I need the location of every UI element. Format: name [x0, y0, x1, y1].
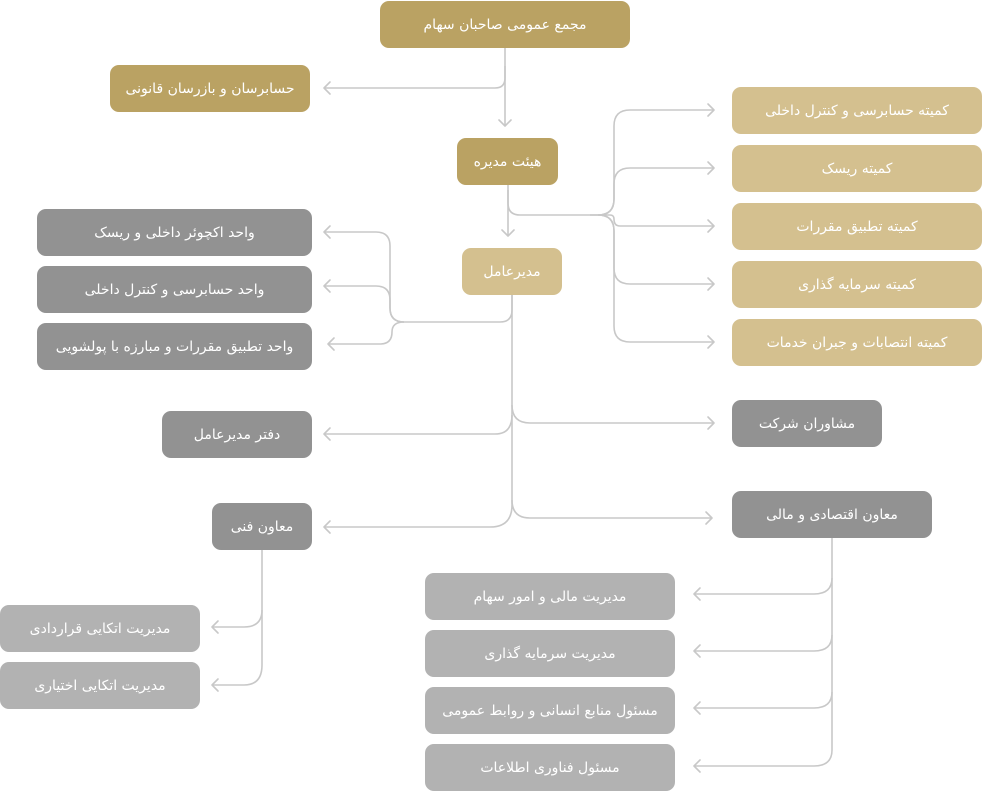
arrowhead	[323, 279, 331, 293]
node-ceo-office[interactable]: دفتر مدیرعامل	[162, 411, 312, 458]
connector-line	[597, 109, 714, 216]
connector-line	[404, 295, 513, 323]
connector-line	[511, 499, 712, 519]
arrowhead	[707, 103, 715, 117]
connector-line	[507, 190, 598, 216]
connector-line	[324, 231, 405, 323]
arrowhead	[323, 81, 331, 95]
node-technical-deputy[interactable]: معاون فنی	[212, 503, 312, 550]
arrowhead	[693, 587, 701, 601]
connector-line	[511, 404, 714, 424]
arrowhead	[707, 219, 715, 233]
node-unit-audit-control[interactable]: واحد حسابرسی و کنترل داخلی	[37, 266, 312, 313]
node-ceo[interactable]: مدیرعامل	[462, 248, 562, 295]
connector-line	[212, 609, 263, 628]
connector-line	[324, 504, 513, 528]
node-committee-appointments[interactable]: کمیته انتصابات و جبران خدمات	[732, 319, 982, 366]
node-advisors[interactable]: مشاوران شرکت	[732, 400, 882, 447]
arrowhead	[211, 678, 219, 692]
arrowhead	[323, 225, 331, 239]
node-facultative-reinsurance[interactable]: مدیریت اتکایی اختیاری	[0, 662, 200, 709]
connector-line	[694, 634, 833, 652]
arrowhead	[693, 759, 701, 773]
node-committee-audit[interactable]: کمیته حسابرسی و کنترل داخلی	[732, 87, 982, 134]
node-investment-management[interactable]: مدیریت سرمایه گذاری	[425, 630, 675, 677]
arrowhead	[501, 229, 515, 237]
connector-line	[212, 550, 263, 686]
node-committee-investment[interactable]: کمیته سرمایه گذاری	[732, 261, 982, 308]
node-general-assembly[interactable]: مجمع عمومی صاحبان سهام	[380, 1, 630, 48]
node-unit-compliance-aml[interactable]: واحد تطبیق مقررات و مبارزه با پولشویی	[37, 323, 312, 370]
connector-line	[324, 66, 506, 89]
node-committee-risk[interactable]: کمیته ریسک	[732, 145, 982, 192]
node-board[interactable]: هیئت مدیره	[457, 138, 558, 185]
connector-line	[597, 167, 714, 216]
connector-line	[694, 691, 833, 709]
connector-line	[694, 577, 833, 595]
arrowhead	[327, 337, 335, 351]
arrowhead	[707, 161, 715, 175]
node-finance-deputy[interactable]: معاون اقتصادی و مالی	[732, 491, 932, 538]
connector-line	[694, 538, 833, 767]
arrowhead	[707, 335, 715, 349]
node-unit-actuary-risk[interactable]: واحد اکچوئر داخلی و ریسک	[37, 209, 312, 256]
connector-line	[324, 414, 513, 435]
node-finance-shares[interactable]: مدیریت مالی و امور سهام	[425, 573, 675, 620]
arrowhead	[693, 701, 701, 715]
arrowhead	[211, 620, 219, 634]
connector-line	[597, 214, 714, 343]
node-hr-pr[interactable]: مسئول منابع انسانی و روابط عمومی	[425, 687, 675, 734]
arrowhead	[498, 119, 512, 127]
connector-line	[328, 321, 405, 345]
connector-line	[324, 285, 405, 323]
arrowhead	[323, 520, 331, 534]
node-committee-compliance[interactable]: کمیته تطبیق مقررات	[732, 203, 982, 250]
arrowhead	[693, 644, 701, 658]
node-treaty-reinsurance[interactable]: مدیریت اتکایی قراردادی	[0, 605, 200, 652]
arrowhead	[705, 511, 713, 525]
connector-line	[590, 214, 714, 227]
arrowhead	[707, 277, 715, 291]
node-it[interactable]: مسئول فناوری اطلاعات	[425, 744, 675, 791]
arrowhead	[323, 427, 331, 441]
node-auditors[interactable]: حسابرسان و بازرسان قانونی	[110, 65, 310, 112]
arrowhead	[707, 416, 715, 430]
